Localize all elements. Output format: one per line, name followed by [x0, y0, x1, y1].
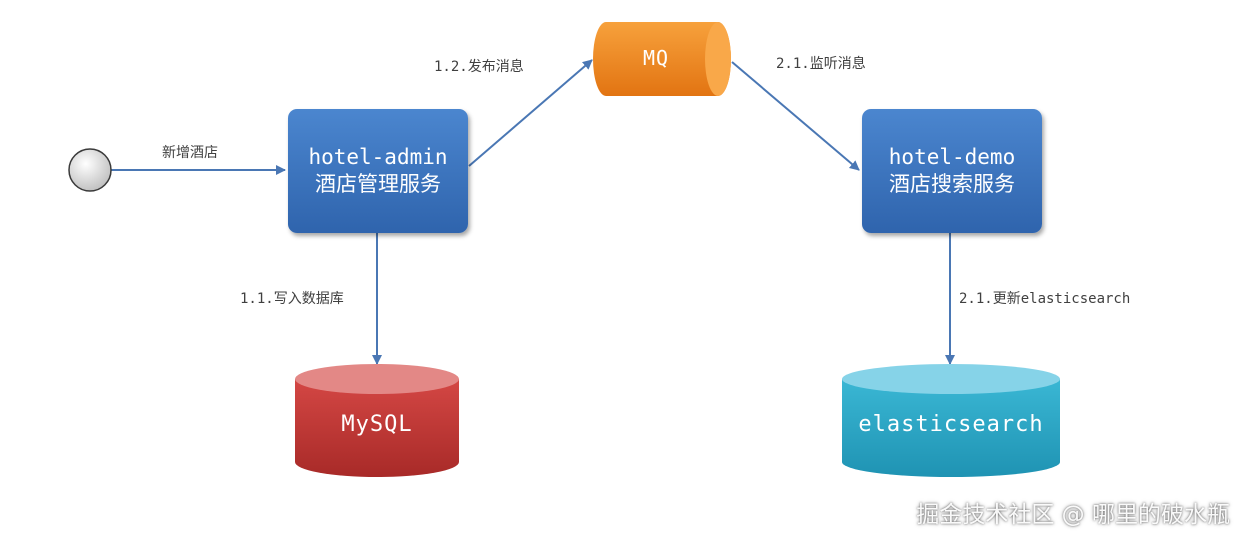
edge-label-update-es: 2.1.更新elasticsearch [959, 291, 1131, 307]
elasticsearch-label: elasticsearch [858, 412, 1044, 437]
hotel-demo-desc: 酒店搜索服务 [889, 172, 1015, 196]
mysql-database [295, 364, 459, 477]
hotel-admin-desc: 酒店管理服务 [315, 172, 441, 196]
edge-label-listen: 2.1.监听消息 [776, 56, 866, 72]
edge-label-publish: 1.2.发布消息 [434, 59, 524, 75]
watermark: 掘金技术社区 @ 哪里的破水瓶 [916, 502, 1230, 528]
edge-label-write-db: 1.1.写入数据库 [240, 291, 344, 307]
mq-queue [593, 22, 731, 96]
mysql-label: MySQL [341, 412, 413, 437]
mq-label: MQ [642, 46, 670, 70]
hotel-admin-name: hotel-admin [308, 145, 448, 169]
arrow-publish [468, 59, 593, 167]
hotel-demo-name: hotel-demo [888, 145, 1016, 169]
hotel-demo-service: hotel-demo 酒店搜索服务 [862, 109, 1042, 233]
hotel-admin-service: hotel-admin 酒店管理服务 [288, 109, 468, 233]
start-node [68, 148, 112, 192]
edge-label-add-hotel: 新增酒店 [162, 145, 218, 161]
elasticsearch-database [842, 364, 1060, 477]
arrow-listen [731, 61, 860, 171]
